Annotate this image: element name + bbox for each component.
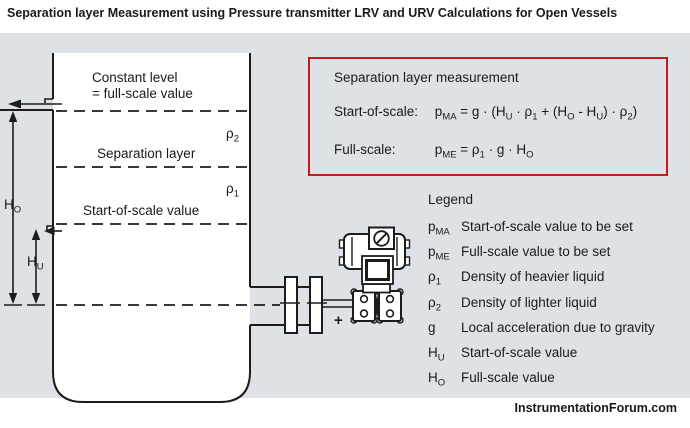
formula-box: Separation layer measurement Start-of-sc… xyxy=(308,57,668,176)
flange-plate xyxy=(284,276,298,334)
h-o-label: HO xyxy=(4,197,22,216)
legend-item: pMA Start-of-scale value to be set xyxy=(428,219,680,238)
legend-item: ρ2 Density of lighter liquid xyxy=(428,294,680,314)
open-vessel xyxy=(0,53,280,403)
legend-item: ρ1 Density of heavier liquid xyxy=(428,269,680,289)
constant-level-label: Constant level = full-scale value xyxy=(92,70,193,101)
formula-label: Start-of-scale: xyxy=(334,104,419,119)
start-of-scale-arrow-icon xyxy=(44,226,55,236)
legend-symbol: ρ1 xyxy=(428,269,441,289)
legend-symbol: HU xyxy=(428,344,445,364)
start-of-scale-formula: Start-of-scale: pMA = g · (HU · ρ1 + (HO… xyxy=(334,104,638,123)
legend-symbol: g xyxy=(428,319,436,335)
legend-item: HU Start-of-scale value xyxy=(428,344,680,364)
bolt-icon xyxy=(385,294,395,304)
start-of-scale-pointer xyxy=(44,225,62,236)
legend-item: HO Full-scale value xyxy=(428,370,680,389)
legend-description: Density of heavier liquid xyxy=(461,269,605,285)
vessel-nozzle xyxy=(250,276,353,334)
pressure-transmitter xyxy=(338,226,411,324)
watermark: InstrumentationForum.com xyxy=(514,401,677,415)
legend-description: Start-of-scale value xyxy=(461,344,578,360)
formula-box-title: Separation layer measurement xyxy=(334,70,519,85)
start-of-scale-label: Start-of-scale value xyxy=(83,203,200,218)
legend: Legend pMA Start-of-scale value to be se… xyxy=(428,192,680,395)
legend-description: Start-of-scale value to be set xyxy=(461,219,633,234)
legend-symbol: HO xyxy=(428,370,446,389)
dimension-h-o xyxy=(4,111,22,306)
legend-item: g Local acceleration due to gravity xyxy=(428,320,680,335)
legend-description: Full-scale value xyxy=(461,370,555,386)
full-scale-formula: Full-scale: pME = ρ1 · g · HO xyxy=(334,142,534,161)
legend-description: Full-scale value to be set xyxy=(461,244,611,260)
formula-expression: pMA = g · (HU · ρ1 + (HO - HU) · ρ2) xyxy=(434,104,638,123)
separation-layer-label: Separation layer xyxy=(97,146,196,161)
formula-label: Full-scale: xyxy=(334,142,396,157)
rho1-label: ρ1 xyxy=(226,181,239,200)
overflow-arrow-icon xyxy=(8,99,21,109)
legend-symbol: pMA xyxy=(428,219,450,238)
legend-title: Legend xyxy=(428,192,474,207)
bolt-icon xyxy=(359,294,369,304)
page-title: Separation layer Measurement using Press… xyxy=(7,6,618,20)
legend-symbol: ρ2 xyxy=(428,294,441,314)
legend-description: Local acceleration due to gravity xyxy=(461,319,655,335)
legend-item: pME Full-scale value to be set xyxy=(428,244,680,263)
formula-expression: pME = ρ1 · g · HO xyxy=(434,142,534,161)
bolt-icon xyxy=(359,309,369,318)
h-u-label: HU xyxy=(27,254,44,273)
plus-sign-label: + xyxy=(334,312,343,329)
overflow-spout xyxy=(0,98,62,111)
flange-plate xyxy=(309,276,323,334)
legend-symbol: pME xyxy=(428,244,450,263)
rho2-label: ρ2 xyxy=(226,126,239,145)
bolt-icon xyxy=(385,309,395,318)
dimension-h-u xyxy=(27,229,45,306)
legend-description: Density of lighter liquid xyxy=(461,294,597,310)
transmitter-neck xyxy=(362,283,391,294)
